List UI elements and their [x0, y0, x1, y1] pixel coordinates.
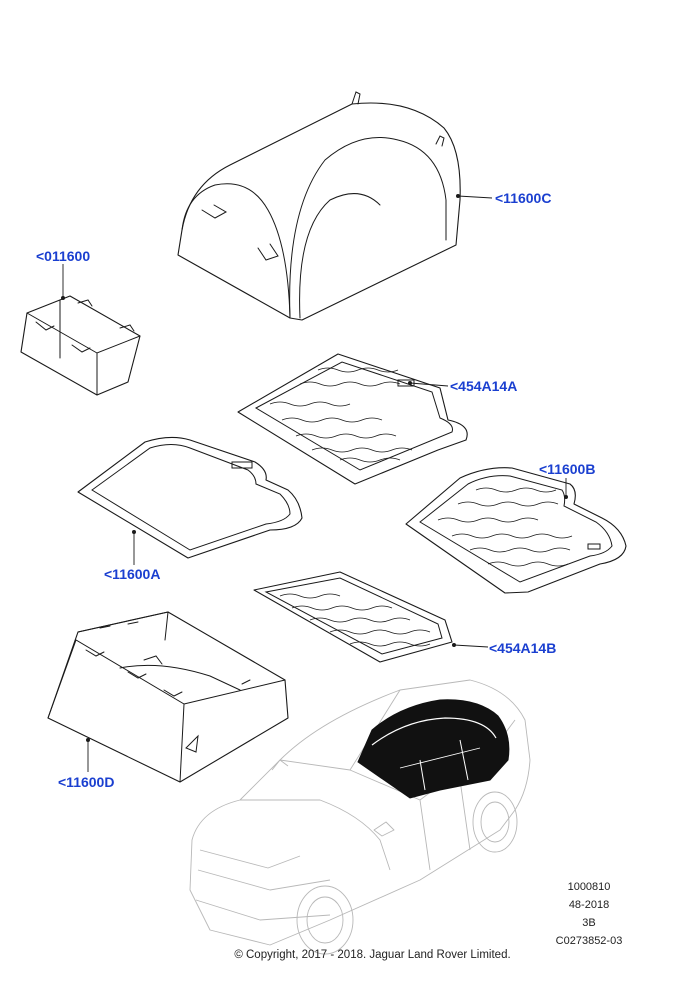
- leader-454a14b: [453, 644, 489, 648]
- leader-454a14a: [409, 382, 449, 387]
- loadspace-cover-11600c[interactable]: [177, 91, 461, 321]
- callout-11600c[interactable]: <11600C: [495, 190, 552, 206]
- callout-454a14a[interactable]: <454A14A: [450, 378, 518, 394]
- callout-454a14b[interactable]: <454A14B: [489, 640, 557, 656]
- reference-number: 1000810: [567, 881, 611, 893]
- vehicle-installed-cover: [357, 699, 510, 799]
- loadspace-tray-11600b[interactable]: [405, 467, 627, 594]
- callout-011600[interactable]: <011600: [36, 248, 91, 264]
- leader-dot-011600: [61, 296, 65, 300]
- loadspace-mat-454a14a[interactable]: [237, 353, 468, 485]
- leader-dot-454a14b: [452, 643, 456, 647]
- load-liner-11600a[interactable]: [77, 436, 303, 559]
- loadspace-mat-454a14b[interactable]: [253, 571, 453, 663]
- callout-11600d[interactable]: <11600D: [58, 774, 115, 790]
- reference-revision: 3B: [582, 917, 596, 929]
- copyright-notice: © Copyright, 2017 - 2018. Jaguar Land Ro…: [234, 949, 511, 961]
- leader-dot-11600b: [564, 495, 568, 499]
- leader-dot-11600d: [86, 738, 90, 742]
- leader-11600c: [457, 195, 493, 199]
- leader-dot-11600a: [132, 530, 136, 534]
- reference-date: 48-2018: [568, 899, 610, 911]
- leader-dot-11600c: [456, 194, 460, 198]
- organiser-box-011600[interactable]: [20, 295, 141, 396]
- leader-dot-454a14a: [408, 381, 412, 385]
- loadspace-box-11600d[interactable]: [47, 611, 289, 783]
- reference-block: 1000810 48-2018 3B C0273852-03: [544, 878, 634, 950]
- reference-code: C0273852-03: [555, 935, 623, 947]
- callout-11600b[interactable]: <11600B: [539, 461, 596, 477]
- callout-11600a[interactable]: <11600A: [104, 566, 161, 582]
